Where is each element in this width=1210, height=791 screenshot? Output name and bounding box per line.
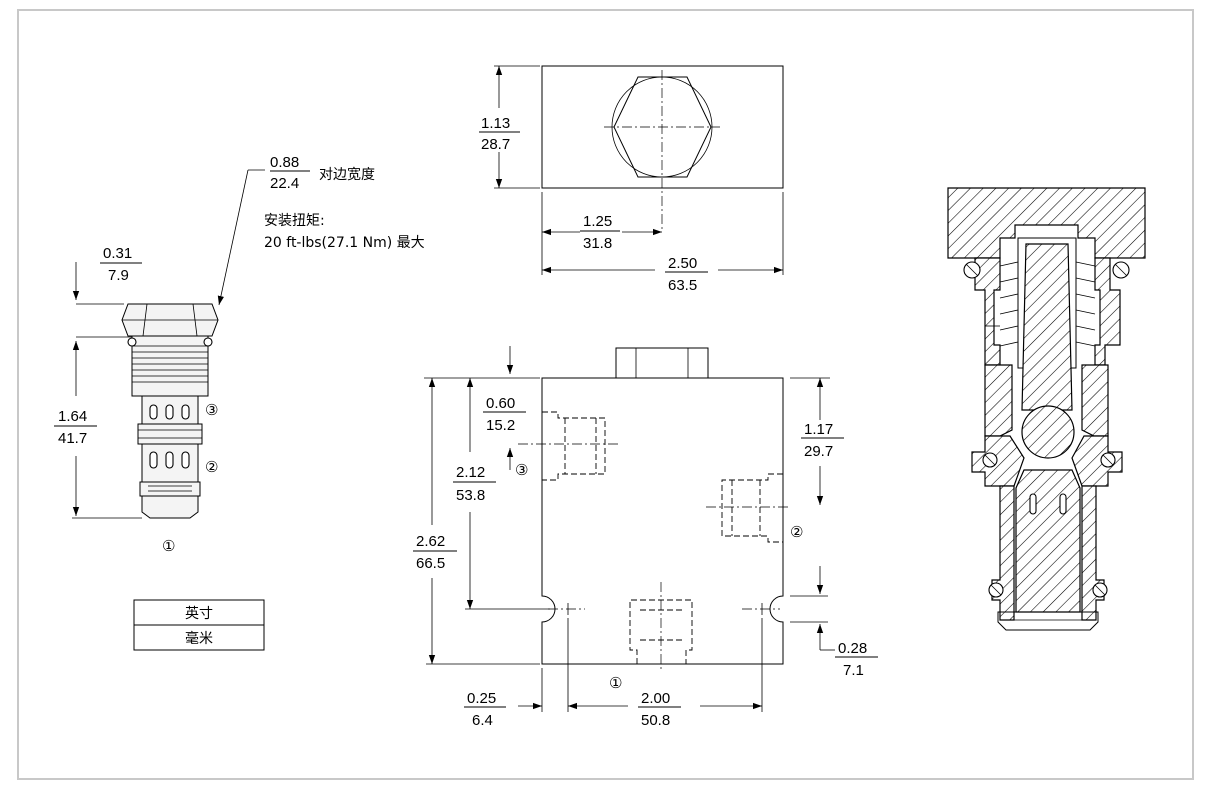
top-view-body <box>541 65 784 189</box>
body-port3-label: ③ <box>515 462 528 479</box>
cartridge-nose <box>141 495 199 519</box>
top-width-inch: 2.50 <box>668 255 697 272</box>
hex-height-inch: 0.31 <box>103 245 132 262</box>
mount-spacing-label: 2.00 50.8 <box>638 690 681 729</box>
cartridge-dimensions <box>72 169 265 519</box>
cartridge-cross-section <box>947 187 1146 631</box>
legend-inch: 英寸 <box>185 605 213 622</box>
mount-offset-mm: 7.1 <box>843 662 864 679</box>
hex-dim-note: 对边宽度 <box>319 166 375 183</box>
cartridge-port1-label: ① <box>162 538 175 555</box>
cartridge-thread <box>131 335 209 397</box>
section-spool <box>1015 469 1081 613</box>
legend-mm: 毫米 <box>185 630 213 647</box>
total-height-inch: 2.62 <box>416 533 445 550</box>
port2-offset-mm: 29.7 <box>804 443 833 460</box>
body-dimensions <box>424 346 835 712</box>
port3-offset-mm: 15.2 <box>486 417 515 434</box>
mount-spacing-inch: 2.00 <box>641 690 670 707</box>
port2-offset-label: 1.17 29.7 <box>801 421 844 460</box>
body-port2-label: ② <box>790 524 803 541</box>
unit-legend: 英寸 毫米 <box>133 599 265 651</box>
top-height-mm: 28.7 <box>481 136 510 153</box>
length-mm: 41.7 <box>58 430 87 447</box>
body-port1-label: ① <box>609 675 622 692</box>
torque-value: 20 ft-lbs(27.1 Nm) 最大 <box>264 235 425 251</box>
mount-edge-inch: 0.25 <box>467 690 496 707</box>
section-piston <box>1021 243 1073 411</box>
cartridge-hex-label: 0.88 22.4 对边宽度 安装扭矩: 20 ft-lbs(27.1 Nm) … <box>264 154 425 251</box>
total-height-mm: 66.5 <box>416 555 445 572</box>
mount-spacing-mm: 50.8 <box>641 712 670 729</box>
top-height-inch: 1.13 <box>481 115 510 132</box>
body-outline <box>541 377 784 665</box>
top-view-width-label: 2.50 63.5 <box>665 255 708 294</box>
mount-edge-label: 0.25 6.4 <box>464 690 506 729</box>
mount-edge-mm: 6.4 <box>472 712 493 729</box>
hex-height-mm: 7.9 <box>108 267 129 284</box>
port3-height-inch: 2.12 <box>456 464 485 481</box>
port3-offset-label: 0.60 15.2 <box>483 395 526 434</box>
port3-height-label: 2.12 53.8 <box>453 464 496 504</box>
top-center-inch: 1.25 <box>583 213 612 230</box>
hex-dim-mm: 22.4 <box>270 175 299 192</box>
mount-offset-label: 0.28 7.1 <box>835 640 878 679</box>
top-view-height-label: 1.13 28.7 <box>479 115 520 153</box>
cartridge-seal-land <box>137 423 203 445</box>
cartridge-seal-lower <box>139 481 201 497</box>
top-width-mm: 63.5 <box>668 277 697 294</box>
port3-offset-inch: 0.60 <box>486 395 515 412</box>
port2-offset-inch: 1.17 <box>804 421 833 438</box>
mount-offset-inch: 0.28 <box>838 640 867 657</box>
body-front-view <box>518 347 790 670</box>
torque-title: 安装扭矩: <box>264 213 325 229</box>
length-inch: 1.64 <box>58 408 87 425</box>
cartridge-port3-label: ③ <box>205 402 218 419</box>
top-view <box>494 65 784 275</box>
top-center-mm: 31.8 <box>583 235 612 252</box>
hex-dim-inch: 0.88 <box>270 154 299 171</box>
cartridge-length-label: 1.64 41.7 <box>54 408 97 447</box>
port3-height-mm: 53.8 <box>456 487 485 504</box>
drawing-frame <box>17 9 1194 780</box>
total-height-label: 2.62 66.5 <box>413 533 457 572</box>
section-ball <box>1021 405 1075 459</box>
body-hex-top <box>615 347 709 379</box>
cartridge-side-view <box>121 303 219 519</box>
cartridge-hex-height-label: 0.31 7.9 <box>100 245 142 284</box>
cartridge-port2-label: ② <box>205 459 218 476</box>
top-view-center-label: 1.25 31.8 <box>580 213 620 252</box>
